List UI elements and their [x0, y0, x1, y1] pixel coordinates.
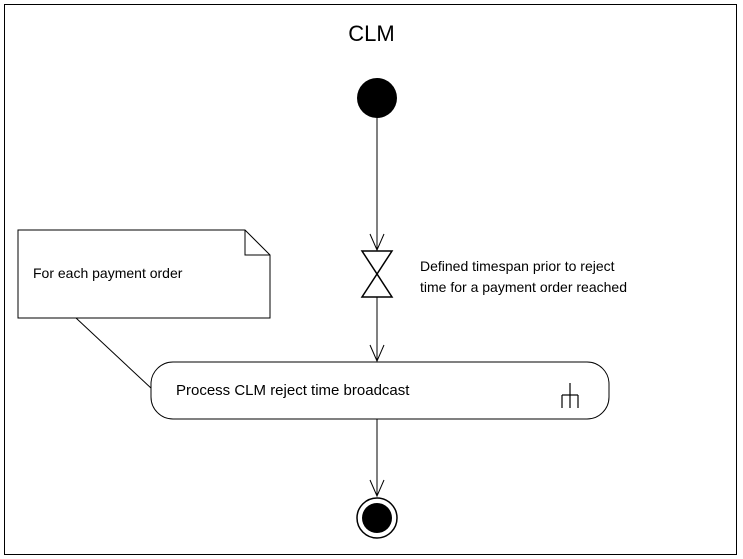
diagram-title: CLM: [348, 21, 395, 46]
action-label: Process CLM reject time broadcast: [176, 382, 410, 399]
initial-node: [357, 78, 397, 118]
flow-timer-to-action: [369, 297, 385, 363]
action-node: [150, 361, 610, 420]
time-event-label-line2: time for a payment order reached: [420, 279, 627, 295]
call-behavior-rake-icon: [561, 383, 579, 408]
time-event-hourglass-icon: [360, 250, 394, 298]
final-node: [356, 497, 398, 539]
note-fold: [244, 230, 270, 256]
flow-initial-to-timer: [369, 118, 385, 252]
flow-action-to-final: [369, 419, 385, 498]
time-event-label-line1: Defined timespan prior to reject: [420, 258, 615, 274]
note-anchor-line: [75, 317, 153, 390]
note-text: For each payment order: [33, 265, 183, 281]
note-shape: [17, 229, 271, 319]
